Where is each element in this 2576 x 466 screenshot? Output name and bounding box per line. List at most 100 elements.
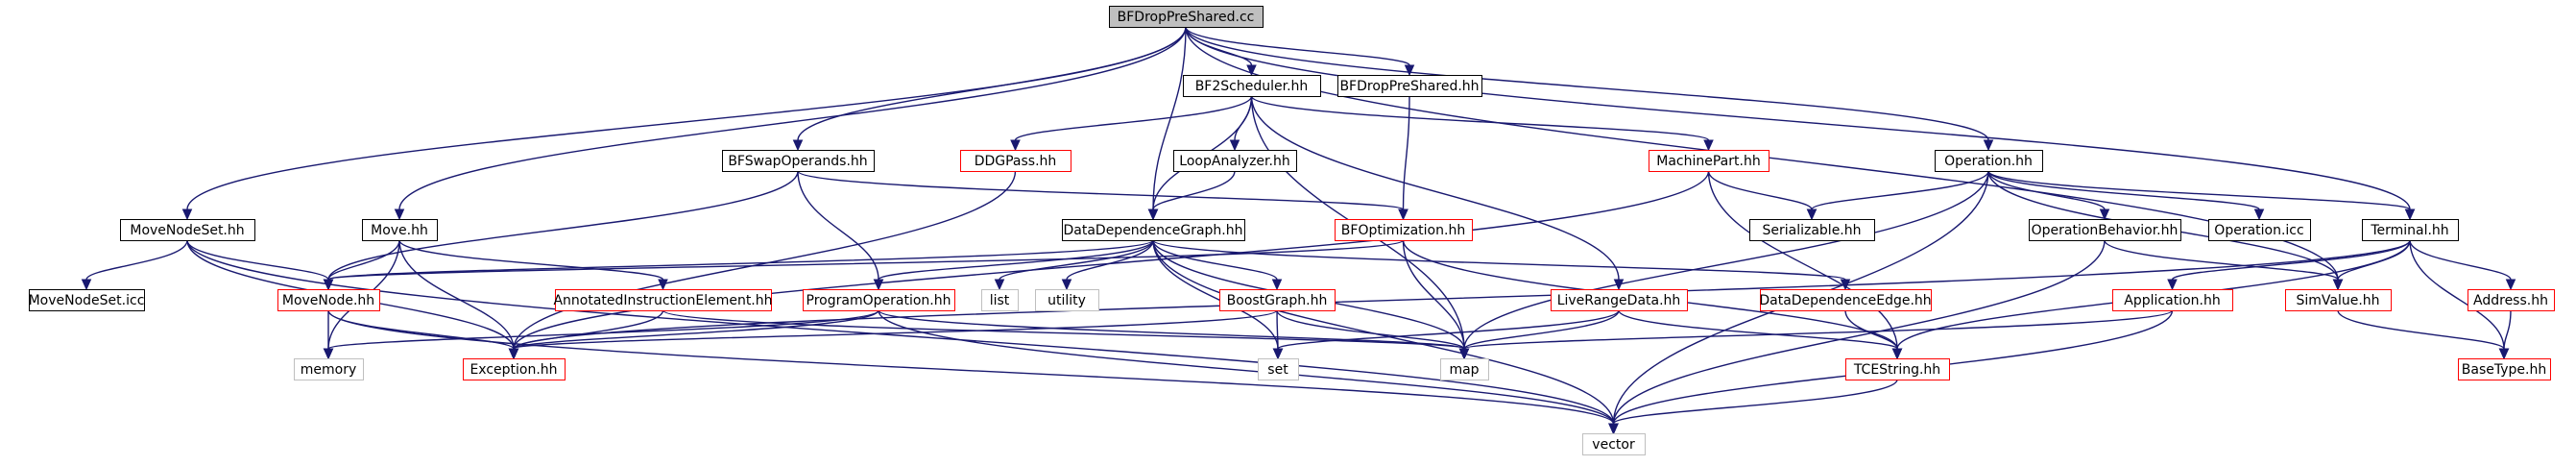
node-box <box>1551 289 1688 311</box>
node-bfoptimization-hh[interactable]: BFOptimization.hh <box>1335 219 1473 241</box>
node-box <box>1258 358 1299 380</box>
node-map[interactable]: map <box>1440 358 1489 380</box>
node-box <box>2208 219 2311 241</box>
node-label: MoveNodeSet.hh <box>130 223 244 238</box>
edge-machinepart-hh-to-tcestring-hh <box>1707 170 1903 360</box>
edge-application-hh-to-map <box>1458 309 2174 360</box>
node-box <box>803 289 955 311</box>
node-box <box>1173 150 1297 172</box>
edge-bfdroppreshared-cc-to-movenodeset-hh <box>181 26 1187 221</box>
node-label: Operation.icc <box>2214 223 2303 238</box>
edge-bf2scheduler-hh-to-liverangedata-hh <box>1250 95 1625 291</box>
node-label: memory <box>301 362 357 378</box>
node-liverangedata-hh[interactable]: LiveRangeData.hh <box>1551 289 1688 311</box>
node-basetype-hh[interactable]: BaseType.hh <box>2458 358 2551 380</box>
node-datadependencegraph-hh[interactable]: DataDependenceGraph.hh <box>1062 219 1245 241</box>
node-operationbehavior-hh[interactable]: OperationBehavior.hh <box>2029 219 2181 241</box>
edge-bfdroppreshared-cc-to-bfdroppreshared-hh <box>1185 26 1415 77</box>
edge-datadependencegraph-hh-to-utility <box>1061 239 1154 291</box>
node-label: MoveNode.hh <box>282 293 374 308</box>
node-label: BF2Scheduler.hh <box>1195 79 1309 94</box>
node-box <box>1582 433 1646 455</box>
edge-datadependenceedge-hh-to-tcestring-hh <box>1844 309 1903 360</box>
node-serializable-hh[interactable]: Serializable.hh <box>1749 219 1875 241</box>
node-box <box>277 289 380 311</box>
node-box <box>2458 358 2551 380</box>
node-boostgraph-hh[interactable]: BoostGraph.hh <box>1219 289 1336 311</box>
node-label: list <box>990 293 1010 308</box>
node-vector[interactable]: vector <box>1582 433 1646 455</box>
node-ddgpass-hh[interactable]: DDGPass.hh <box>960 150 1071 172</box>
node-label: Serializable.hh <box>1762 223 1861 238</box>
node-bfdroppreshared-cc[interactable]: BFDropPreShared.cc <box>1109 6 1264 28</box>
node-utility[interactable]: utility <box>1035 289 1099 311</box>
edge-operation-hh-to-operationbehavior-hh <box>1987 170 2110 221</box>
node-datadependenceedge-hh[interactable]: DataDependenceEdge.hh <box>1759 289 1932 311</box>
node-movenode-hh[interactable]: MoveNode.hh <box>277 289 380 311</box>
node-memory[interactable]: memory <box>294 358 364 380</box>
node-box <box>463 358 566 380</box>
node-move-hh[interactable]: Move.hh <box>362 219 438 241</box>
edge-loopanalyzer-hh-to-datadependencegraph-hh <box>1147 170 1236 221</box>
edge-bfoptimization-hh-to-movenode-hh <box>323 239 1405 291</box>
edge-operation-hh-to-terminal-hh <box>1987 170 2416 221</box>
node-label: DataDependenceEdge.hh <box>1759 293 1931 308</box>
node-set[interactable]: set <box>1258 358 1299 380</box>
node-movenodeset-icc[interactable]: MoveNodeSet.icc <box>29 289 145 311</box>
node-simvalue-hh[interactable]: SimValue.hh <box>2285 289 2392 311</box>
node-box <box>2112 289 2233 311</box>
node-box <box>1062 219 1245 241</box>
node-bfdroppreshared-hh[interactable]: BFDropPreShared.hh <box>1337 75 1482 97</box>
node-label: SimValue.hh <box>2296 293 2379 308</box>
node-box <box>981 289 1019 311</box>
node-exception-hh[interactable]: Exception.hh <box>463 358 566 380</box>
edge-bf2scheduler-hh-to-ddgpass-hh <box>1010 95 1253 152</box>
node-bfswapoperands-hh[interactable]: BFSwapOperands.hh <box>722 150 875 172</box>
node-machinepart-hh[interactable]: MachinePart.hh <box>1649 150 1769 172</box>
node-tcestring-hh[interactable]: TCEString.hh <box>1845 358 1950 380</box>
node-box <box>722 150 875 172</box>
node-terminal-hh[interactable]: Terminal.hh <box>2362 219 2459 241</box>
edge-liverangedata-hh-to-map <box>1458 309 1620 360</box>
node-label: BoostGraph.hh <box>1227 293 1328 308</box>
node-label: ProgramOperation.hh <box>807 293 951 308</box>
node-box <box>1335 219 1473 241</box>
edge-datadependencegraph-hh-to-movenode-hh <box>323 239 1154 291</box>
edge-bfdroppreshared-hh-to-bfoptimization-hh <box>1398 95 1410 221</box>
node-label: Operation.hh <box>1944 154 2033 169</box>
edge-tcestring-hh-to-vector <box>1608 379 1898 435</box>
node-box <box>1845 358 1950 380</box>
node-box <box>29 289 145 311</box>
node-bf2scheduler-hh[interactable]: BF2Scheduler.hh <box>1183 75 1321 97</box>
node-box <box>294 358 364 380</box>
edge-move-hh-to-movenode-hh <box>323 239 400 291</box>
node-annotatedinstructionelement-hh[interactable]: AnnotatedInstructionElement.hh <box>553 289 773 311</box>
node-label: BaseType.hh <box>2462 362 2546 378</box>
node-box <box>1749 219 1875 241</box>
node-box <box>1760 289 1932 311</box>
node-list[interactable]: list <box>981 289 1019 311</box>
node-operation-hh[interactable]: Operation.hh <box>1935 150 2043 172</box>
node-movenodeset-hh[interactable]: MoveNodeSet.hh <box>120 219 255 241</box>
node-address-hh[interactable]: Address.hh <box>2468 289 2555 311</box>
node-box <box>1219 289 1336 311</box>
node-loopanalyzer-hh[interactable]: LoopAnalyzer.hh <box>1173 150 1297 172</box>
edge-simvalue-hh-to-basetype-hh <box>2337 309 2510 360</box>
node-label: BFDropPreShared.hh <box>1339 79 1479 94</box>
edge-bfdroppreshared-cc-to-bfswapoperands-hh <box>792 26 1187 152</box>
node-programoperation-hh[interactable]: ProgramOperation.hh <box>803 289 955 311</box>
edge-liverangedata-hh-to-set <box>1272 309 1620 360</box>
node-label: OperationBehavior.hh <box>2032 223 2179 238</box>
node-label: DDGPass.hh <box>975 154 1057 169</box>
edge-operationbehavior-hh-to-simvalue-hh <box>2104 239 2344 291</box>
edge-operation-hh-to-serializable-hh <box>1806 170 1989 221</box>
node-label: DataDependenceGraph.hh <box>1063 223 1242 238</box>
node-label: Address.hh <box>2473 293 2548 308</box>
node-application-hh[interactable]: Application.hh <box>2112 289 2233 311</box>
node-box <box>120 219 255 241</box>
node-label: LoopAnalyzer.hh <box>1179 154 1289 169</box>
edge-bf2scheduler-hh-to-machinepart-hh <box>1250 95 1714 152</box>
node-operation-icc[interactable]: Operation.icc <box>2208 219 2311 241</box>
